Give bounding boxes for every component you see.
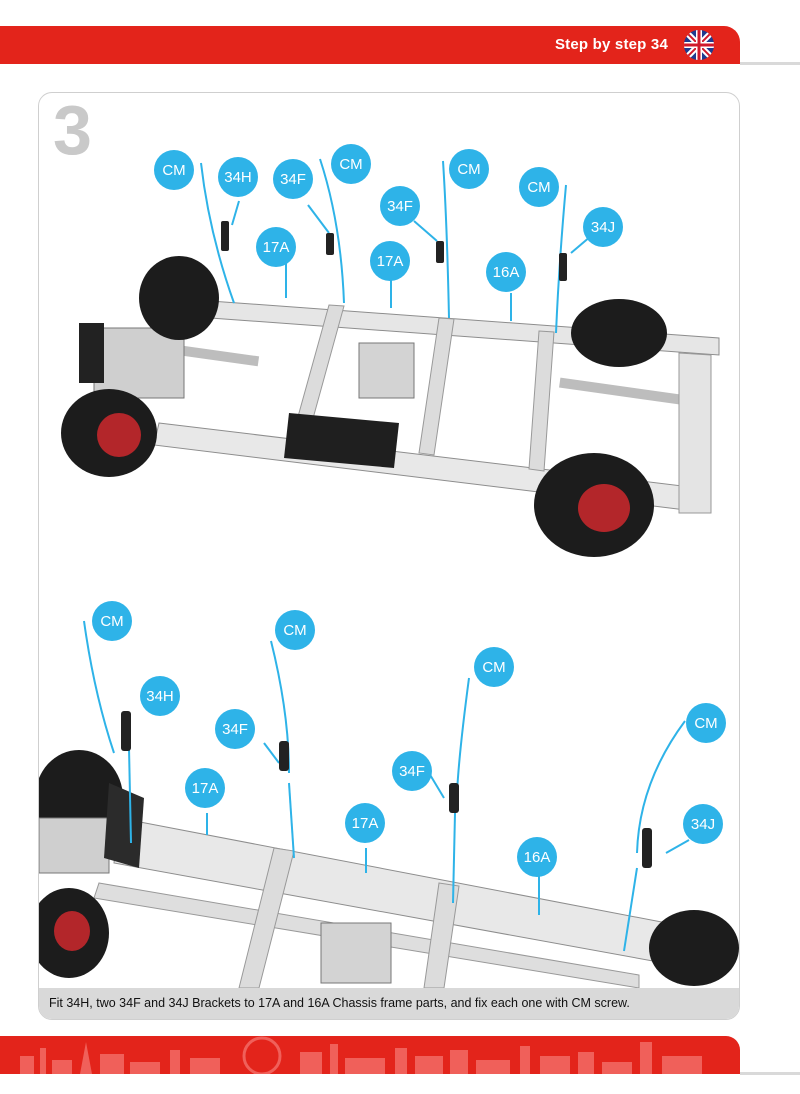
top-callout-17a-2: 17A — [370, 241, 410, 281]
top-arrows — [200, 158, 592, 334]
svg-text:34H: 34H — [146, 688, 174, 705]
svg-text:34H: 34H — [224, 169, 252, 186]
instruction-caption: Fit 34H, two 34F and 34J Brackets to 17A… — [49, 996, 630, 1010]
top-callout-34h: 34H — [218, 157, 258, 197]
top-callout-17a-1: 17A — [256, 227, 296, 267]
svg-text:CM: CM — [527, 179, 550, 196]
bottom-chassis-illustration — [39, 750, 739, 988]
bottom-callout-cm-4: CM — [686, 703, 726, 743]
bottom-callout-16a: 16A — [517, 837, 557, 877]
top-chassis-illustration — [61, 256, 720, 557]
bottom-callout-34f-1: 34F — [215, 709, 255, 749]
svg-text:CM: CM — [283, 622, 306, 639]
bottom-parts — [121, 711, 652, 868]
top-callout-34f-2: 34F — [380, 186, 420, 226]
svg-text:17A: 17A — [352, 815, 379, 832]
svg-text:16A: 16A — [524, 849, 551, 866]
svg-text:34F: 34F — [222, 721, 248, 738]
page-title: Step by step 34 — [554, 36, 668, 53]
header-bar: Step by step 34 — [0, 26, 740, 64]
caption-bar: Fit 34H, two 34F and 34J Brackets to 17A… — [39, 988, 739, 1019]
bottom-callout-34j: 34J — [683, 804, 723, 844]
top-callout-34f-1: 34F — [273, 159, 313, 199]
top-callout-34j: 34J — [583, 207, 623, 247]
top-callout-cm-3: CM — [449, 149, 489, 189]
svg-text:34F: 34F — [399, 763, 425, 780]
top-callout-cm-1: CM — [154, 150, 194, 190]
bottom-callout-17a-2: 17A — [345, 803, 385, 843]
svg-text:34F: 34F — [387, 198, 413, 215]
chassis-diagram: CM 34H 34F CM 17A 34F CM 17A CM 16A 34J — [39, 144, 739, 988]
footer-bar — [0, 1036, 740, 1074]
svg-text:CM: CM — [694, 715, 717, 732]
svg-text:34F: 34F — [280, 171, 306, 188]
bottom-callout-17a-1: 17A — [185, 768, 225, 808]
svg-text:34J: 34J — [591, 219, 615, 236]
bottom-callout-34f-2: 34F — [392, 751, 432, 791]
top-parts — [221, 221, 567, 281]
svg-text:CM: CM — [482, 659, 505, 676]
svg-text:16A: 16A — [493, 264, 520, 281]
header-divider — [740, 62, 800, 65]
svg-text:17A: 17A — [263, 239, 290, 256]
uk-flag-icon — [684, 30, 714, 60]
step-number: 3 — [53, 92, 92, 169]
bottom-callout-cm-1: CM — [92, 601, 132, 641]
svg-text:CM: CM — [100, 613, 123, 630]
bottom-callout-34h: 34H — [140, 676, 180, 716]
bottom-callout-cm-3: CM — [474, 647, 514, 687]
top-callout-16a: 16A — [486, 252, 526, 292]
bottom-callout-cm-2: CM — [275, 610, 315, 650]
step-panel: 3 — [38, 92, 740, 1020]
top-callout-cm-2: CM — [331, 144, 371, 184]
svg-text:CM: CM — [162, 162, 185, 179]
svg-text:34J: 34J — [691, 816, 715, 833]
svg-text:CM: CM — [339, 156, 362, 173]
svg-text:CM: CM — [457, 161, 480, 178]
svg-text:17A: 17A — [192, 780, 219, 797]
city-skyline-icon — [20, 1036, 702, 1074]
footer-divider — [740, 1072, 800, 1075]
top-callout-cm-4: CM — [519, 167, 559, 207]
svg-text:17A: 17A — [377, 253, 404, 270]
